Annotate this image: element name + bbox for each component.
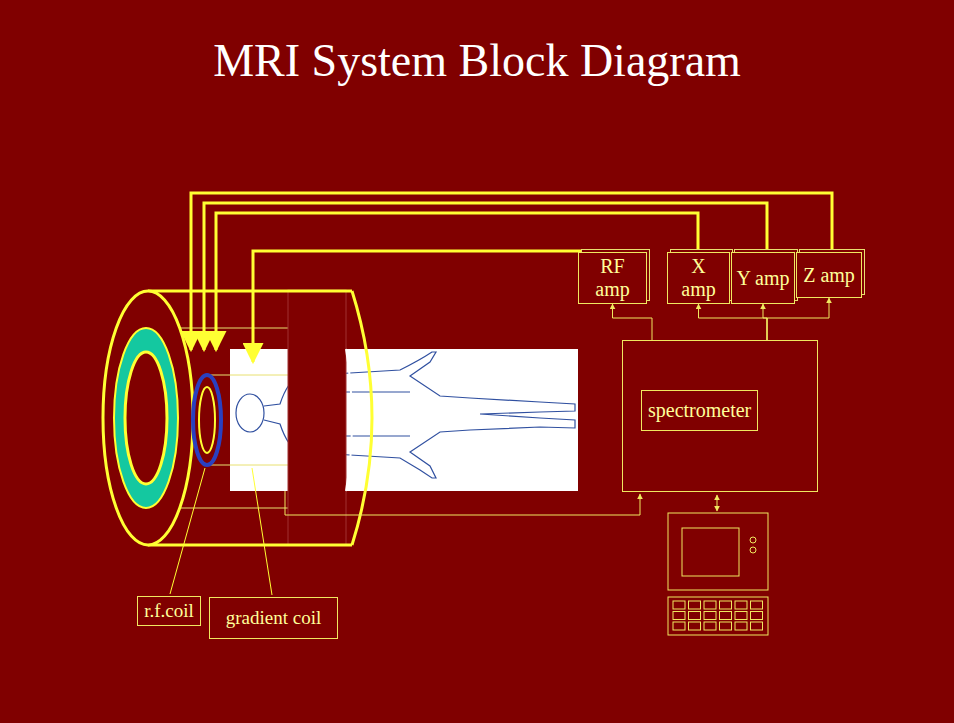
- control-connector: [767, 298, 829, 340]
- box-text: Z amp: [803, 264, 855, 287]
- keyboard: [668, 597, 768, 635]
- patient-outline: [236, 352, 575, 478]
- gantry-edge: [346, 349, 352, 491]
- patient-table: [230, 349, 578, 491]
- control-connector: [763, 304, 767, 340]
- magnet-cylinder: [103, 291, 372, 545]
- rf-coil-inner: [199, 387, 215, 453]
- spectrometer-box: spectrometer: [622, 340, 818, 492]
- control-connector: [613, 304, 653, 340]
- box-text: spectrometer: [641, 390, 758, 431]
- gantry-band: [288, 290, 346, 545]
- bore: [125, 352, 167, 484]
- part-label: gradient coil: [209, 597, 338, 639]
- amplifier-box: RF amp: [578, 252, 647, 304]
- box-text: RF amp: [583, 255, 642, 301]
- part-label: r.f.coil: [137, 596, 201, 626]
- leader-lines: [170, 468, 272, 595]
- box-text: X amp: [672, 255, 725, 301]
- control-connector: [699, 304, 768, 340]
- title: MRI System Block Diagram: [0, 34, 954, 87]
- computer-console: [668, 513, 768, 590]
- box-text: Y amp: [736, 267, 789, 290]
- amplifier-box: Z amp: [796, 252, 862, 298]
- amp-wires: [191, 193, 832, 362]
- amplifier-box: Y amp: [731, 252, 795, 304]
- amplifier-box: X amp: [667, 252, 730, 304]
- signal-line: [285, 491, 640, 515]
- rf-coil-ring: [193, 375, 221, 465]
- box-text: r.f.coil: [144, 600, 194, 622]
- magnet-ring: [114, 328, 178, 508]
- box-text: gradient coil: [226, 607, 322, 629]
- computer-link: [717, 495, 718, 511]
